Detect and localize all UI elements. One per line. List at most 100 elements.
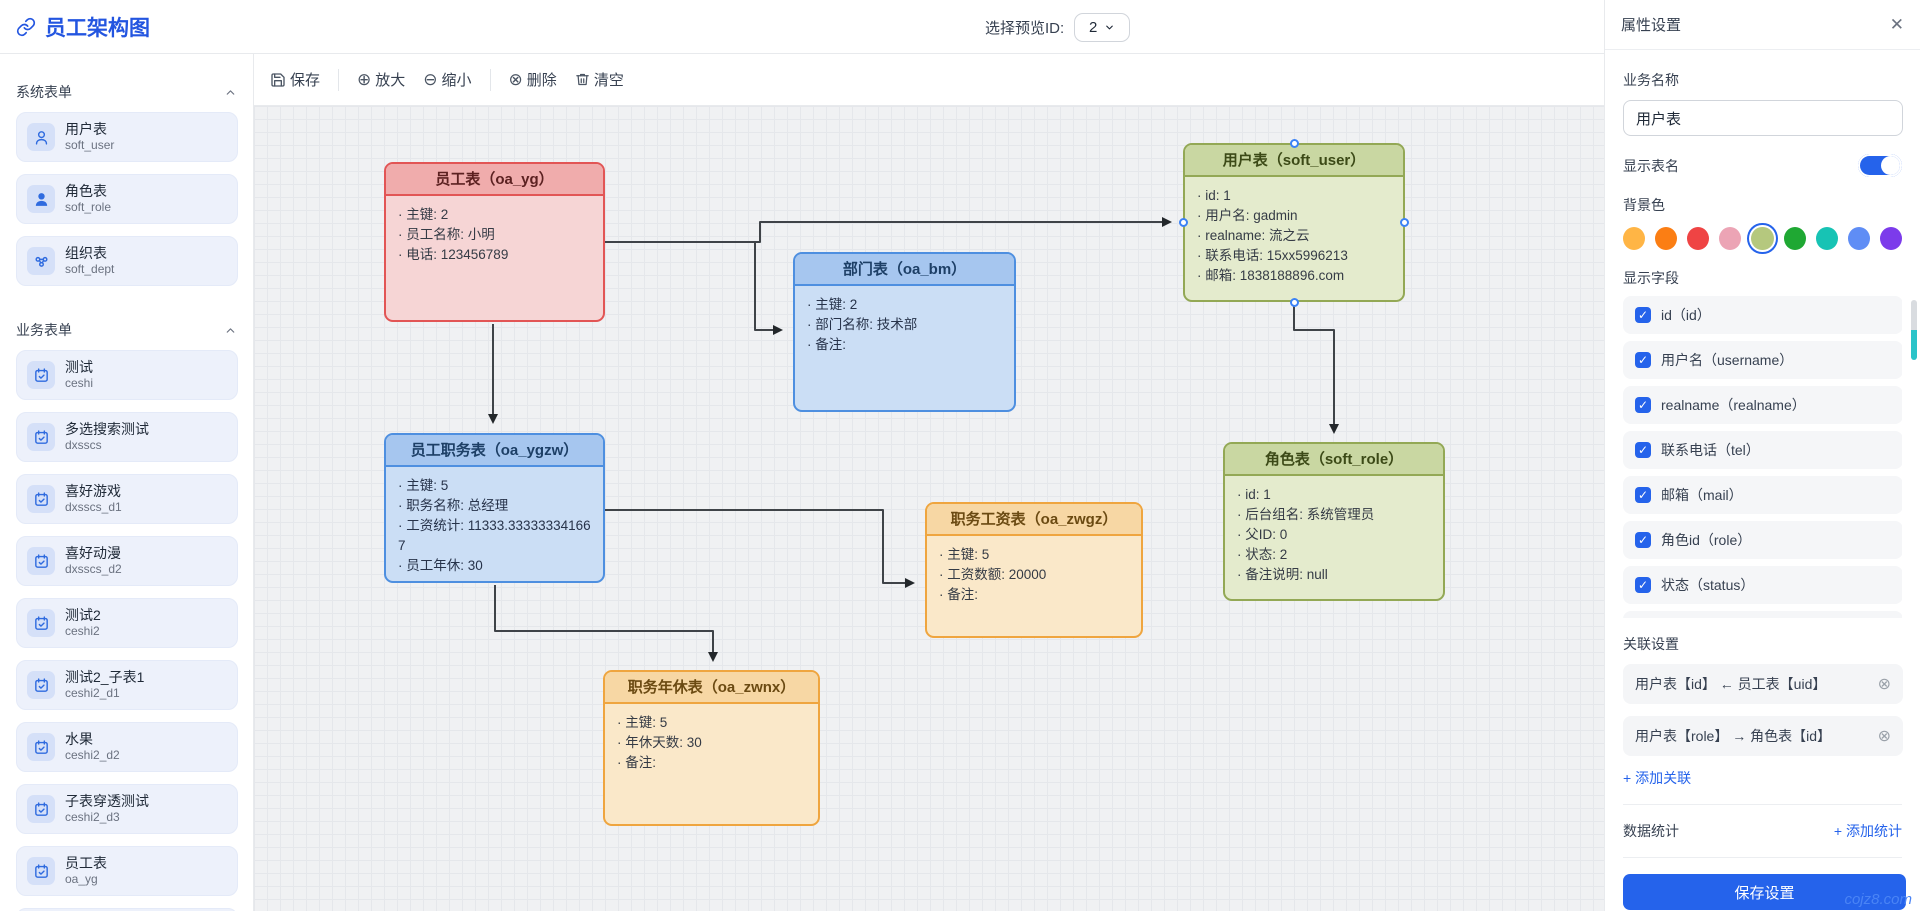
add-relation-link[interactable]: + 添加关联 — [1623, 770, 1692, 786]
field-label: 用户名（username） — [1661, 352, 1794, 368]
delete-button[interactable]: ⊗ 删除 — [509, 69, 557, 90]
node-port-right[interactable] — [1400, 218, 1409, 227]
relation-row[interactable]: 用户表【role】 → 角色表【id】 ⊗ — [1623, 716, 1903, 756]
field-row[interactable]: ✓id（id） — [1623, 296, 1902, 334]
chevron-up-icon — [226, 327, 235, 333]
form-icon — [27, 671, 55, 699]
node-field: 员工名称: 小明 — [398, 225, 591, 245]
item-name: 子表穿透测试 — [65, 792, 149, 809]
color-swatch[interactable] — [1815, 227, 1838, 250]
color-swatch[interactable] — [1847, 227, 1870, 250]
checkbox-checked-icon[interactable]: ✓ — [1635, 487, 1651, 503]
toolbar-divider — [489, 68, 491, 91]
color-swatch[interactable] — [1783, 227, 1806, 250]
item-code: ceshi — [65, 376, 94, 391]
diagram-canvas[interactable]: 员工表（oa_yg） 主键: 2 员工名称: 小明 电话: 123456789 … — [254, 106, 1604, 911]
add-statistic-link[interactable]: + 添加统计 — [1833, 823, 1902, 839]
zoom-out-button[interactable]: ⊖ 缩小 — [423, 69, 471, 90]
item-code: ceshi2_d2 — [65, 748, 120, 763]
node-field: 备注说明: null — [1237, 565, 1431, 585]
diagram-node-oa_yg[interactable]: 员工表（oa_yg） 主键: 2 员工名称: 小明 电话: 123456789 — [384, 162, 605, 322]
diagram-node-soft_user[interactable]: 用户表（soft_user） id: 1 用户名: gadmin realnam… — [1183, 143, 1405, 302]
relation-text: 用户表【role】 → 角色表【id】 — [1635, 728, 1832, 744]
field-row[interactable]: ✓ 用户名（username） — [1623, 341, 1902, 379]
checkbox-checked-icon[interactable]: ✓ — [1635, 397, 1651, 413]
relation-row[interactable]: 用户表【id】 ← 员工表【uid】 ⊗ — [1623, 664, 1903, 704]
node-port-bottom[interactable] — [1290, 298, 1299, 307]
clear-button[interactable]: 清空 — [575, 69, 624, 90]
section-label: 系统表单 — [16, 84, 72, 100]
color-swatch[interactable] — [1687, 227, 1710, 250]
checkbox-checked-icon[interactable]: ✓ — [1635, 307, 1651, 323]
color-swatch[interactable] — [1655, 227, 1678, 250]
business-name-input[interactable] — [1623, 100, 1903, 136]
checkbox-checked-icon[interactable]: ✓ — [1635, 352, 1651, 368]
node-port-left[interactable] — [1179, 218, 1188, 227]
org-icon — [27, 247, 55, 275]
remove-relation-icon[interactable]: ⊗ — [1877, 676, 1891, 693]
node-title: 员工表（oa_yg） — [386, 164, 603, 196]
field-row-partial[interactable] — [1623, 611, 1902, 618]
diagram-node-soft_role[interactable]: 角色表（soft_role） id: 1 后台组名: 系统管理员 父ID: 0 … — [1223, 442, 1445, 601]
item-name: 水果 — [65, 730, 93, 747]
field-label: 邮箱（mail） — [1661, 487, 1743, 503]
remove-relation-icon[interactable]: ⊗ — [1877, 728, 1891, 745]
item-code: ceshi2_d3 — [65, 810, 120, 825]
zoom-in-button[interactable]: ⊕ 放大 — [357, 69, 405, 90]
color-swatch[interactable] — [1623, 227, 1646, 250]
field-row[interactable]: ✓状态（status） — [1623, 566, 1902, 604]
canvas-toolbar: 保存 ⊕ 放大 ⊖ 缩小 ⊗ 删除 清空 — [254, 54, 1604, 106]
save-settings-button[interactable]: 保存设置 — [1623, 874, 1906, 910]
node-field: 联系电话: 15xx5996213 — [1197, 246, 1391, 266]
section-header-system[interactable]: 系统表单 — [16, 82, 237, 102]
bg-color-swatches — [1623, 227, 1902, 250]
field-row[interactable]: ✓ 邮箱（mail） — [1623, 476, 1902, 514]
item-code: soft_dept — [65, 262, 115, 277]
delete-label: 删除 — [526, 72, 557, 89]
diagram-node-oa_ygzw[interactable]: 员工职务表（oa_ygzw） 主键: 5 职务名称: 总经理 工资统计: 113… — [384, 433, 605, 583]
checkbox-checked-icon[interactable]: ✓ — [1635, 532, 1651, 548]
item-name: 用户表 — [65, 120, 107, 137]
node-field: 年休天数: 30 — [617, 733, 806, 753]
color-swatch-selected[interactable] — [1751, 227, 1774, 250]
node-field: 备注: — [807, 335, 1002, 355]
checkbox-checked-icon[interactable]: ✓ — [1635, 577, 1651, 593]
field-row[interactable]: ✓联系电话（tel） — [1623, 431, 1902, 469]
show-table-toggle[interactable] — [1858, 154, 1902, 177]
panel-scrollbar[interactable] — [1911, 300, 1917, 360]
field-row[interactable]: ✓角色id（role） — [1623, 521, 1902, 559]
diagram-node-oa_zwgz[interactable]: 职务工资表（oa_zwgz） 主键: 5 工资数额: 20000 备注: — [925, 502, 1143, 638]
bg-color-label: 背景色 — [1623, 197, 1665, 213]
diagram-node-oa_bm[interactable]: 部门表（oa_bm） 主键: 2 部门名称: 技术部 备注: — [793, 252, 1016, 412]
checkbox-checked-icon[interactable]: ✓ — [1635, 442, 1651, 458]
color-swatch[interactable] — [1719, 227, 1742, 250]
preview-id-select[interactable]: 2 — [1074, 12, 1131, 42]
node-field: id: 1 — [1197, 186, 1391, 206]
node-title: 职务工资表（oa_zwgz） — [927, 504, 1141, 536]
form-icon — [27, 857, 55, 885]
field-row[interactable]: ✓realname（realname） — [1623, 386, 1902, 424]
close-icon[interactable]: ✕ — [1889, 14, 1904, 34]
item-name: 多选搜索测试 — [65, 420, 149, 437]
save-button[interactable]: 保存 — [270, 69, 320, 90]
section-header-business[interactable]: 业务表单 — [16, 320, 237, 340]
color-swatch[interactable] — [1879, 227, 1902, 250]
relation-text: 用户表【id】 ← 员工表【uid】 — [1635, 676, 1827, 692]
node-field: 工资数额: 20000 — [939, 565, 1129, 585]
node-port-top[interactable] — [1290, 139, 1299, 148]
diagram-node-oa_zwnx[interactable]: 职务年休表（oa_zwnx） 主键: 5 年休天数: 30 备注: — [603, 670, 820, 826]
save-label: 保存 — [290, 72, 321, 89]
